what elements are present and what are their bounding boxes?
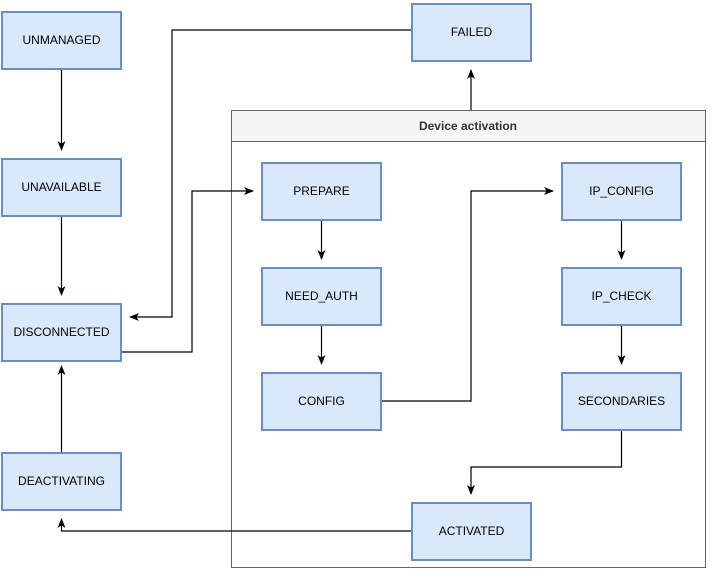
state-unmanaged-label: UNMANAGED: [22, 33, 100, 47]
state-need-auth-label: NEED_AUTH: [285, 289, 358, 303]
state-deactivating-box[interactable]: [1, 452, 122, 511]
state-disconnected-label: DISCONNECTED: [13, 325, 109, 339]
edge-disconnected-to-prepare: [122, 187, 254, 353]
edges-layer: [57, 29, 626, 532]
state-ip-check-label: IP_CHECK: [591, 289, 651, 303]
state-deactivating[interactable]: DEACTIVATING: [1, 452, 122, 511]
state-secondaries[interactable]: SECONDARIES: [561, 372, 682, 431]
state-ip-check-box[interactable]: [561, 267, 682, 326]
state-ip-check[interactable]: IP_CHECK: [561, 267, 682, 326]
state-need-auth[interactable]: NEED_AUTH: [261, 267, 382, 326]
state-activated-label: ACTIVATED: [439, 524, 505, 538]
edge-activated-to-deactivating: [57, 518, 411, 532]
edge-failed-to-disconnected: [129, 29, 411, 321]
state-prepare[interactable]: PREPARE: [261, 162, 382, 221]
state-ip-config-box[interactable]: [561, 162, 682, 221]
state-ip-config-label: IP_CONFIG: [589, 184, 654, 198]
state-config[interactable]: CONFIG: [261, 372, 382, 431]
group-title-label: Device activation: [419, 119, 517, 133]
state-unavailable-label: UNAVAILABLE: [21, 180, 101, 194]
edge-secondaries-to-activated: [467, 431, 623, 495]
edge-config-to-ip-config: [382, 187, 554, 402]
state-activated-box[interactable]: [411, 502, 532, 561]
state-unmanaged[interactable]: UNMANAGED: [1, 11, 122, 70]
state-activated[interactable]: ACTIVATED: [411, 502, 532, 561]
state-prepare-label: PREPARE: [293, 184, 349, 198]
state-need-auth-box[interactable]: [261, 267, 382, 326]
state-disconnected[interactable]: DISCONNECTED: [1, 303, 122, 362]
state-ip-config[interactable]: IP_CONFIG: [561, 162, 682, 221]
state-secondaries-box[interactable]: [561, 372, 682, 431]
state-failed-box[interactable]: [411, 3, 532, 62]
state-config-box[interactable]: [261, 372, 382, 431]
state-failed[interactable]: FAILED: [411, 3, 532, 62]
state-secondaries-label: SECONDARIES: [578, 394, 665, 408]
state-disconnected-box[interactable]: [1, 303, 122, 362]
state-prepare-box[interactable]: [261, 162, 382, 221]
state-unmanaged-box[interactable]: [1, 11, 122, 70]
state-config-label: CONFIG: [298, 394, 345, 408]
state-unavailable[interactable]: UNAVAILABLE: [1, 158, 122, 217]
group-header-rect: [231, 110, 706, 142]
state-failed-label: FAILED: [451, 25, 493, 39]
state-deactivating-label: DEACTIVATING: [18, 474, 105, 488]
state-unavailable-box[interactable]: [1, 158, 122, 217]
